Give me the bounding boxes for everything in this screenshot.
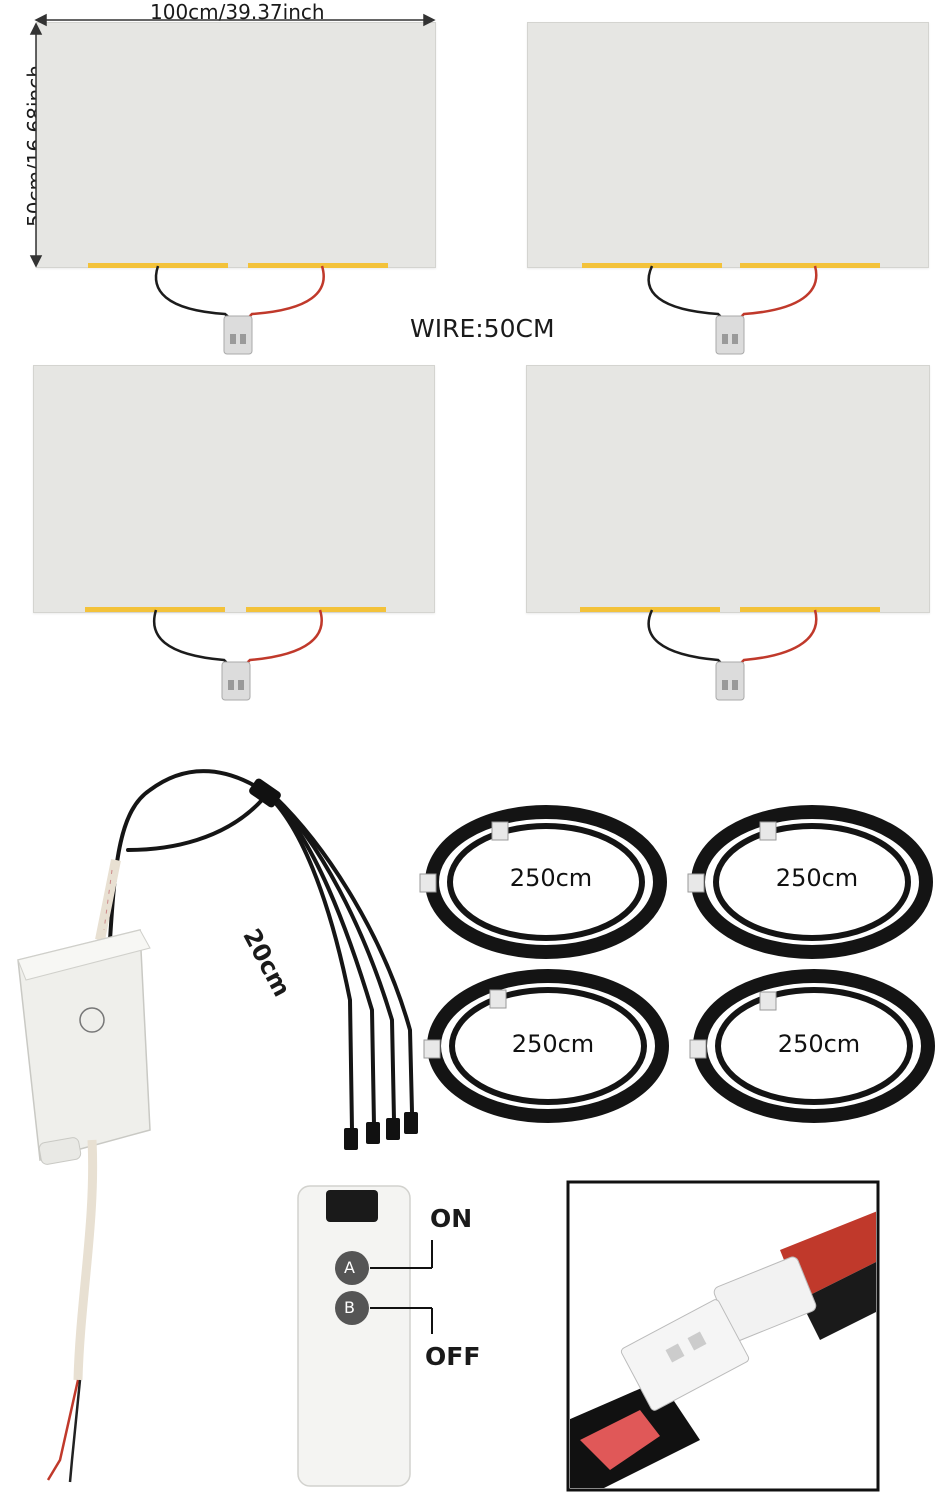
- cable-length-label-2: 250cm: [775, 864, 859, 892]
- panel-1-leads: [88, 263, 388, 355]
- cable-coil-4: [689, 969, 935, 1123]
- remote-button-a-shape: [335, 1251, 369, 1285]
- wire-length-label: WIRE:50CM: [410, 314, 555, 343]
- heating-panel-4: [526, 365, 930, 613]
- remote-button-b: B: [344, 1298, 355, 1317]
- heating-panel-3: [33, 365, 435, 613]
- remote-control: [297, 1185, 433, 1487]
- cable-length-label-3: 250cm: [511, 1030, 595, 1058]
- heating-panel-2: [527, 22, 929, 268]
- cable-coil-3: [423, 969, 669, 1123]
- cable-coil-2: [687, 805, 933, 959]
- width-dimension-arrow: [34, 13, 436, 27]
- panel-2-leads: [582, 263, 880, 355]
- cable-length-label-4: 250cm: [777, 1030, 861, 1058]
- splitter-plugs: [344, 1112, 418, 1150]
- cable-length-label-1: 250cm: [509, 864, 593, 892]
- cable-coil-1: [419, 805, 667, 959]
- controller-box: [17, 859, 151, 1483]
- remote-button-a: A: [344, 1258, 355, 1277]
- heating-panel-1: [36, 22, 436, 268]
- connector-detail-inset: [566, 1180, 880, 1492]
- height-dimension-arrow: [29, 22, 43, 268]
- remote-button-b-shape: [335, 1291, 369, 1325]
- panel-3-leads: [85, 607, 386, 701]
- remote-off-label: OFF: [425, 1342, 481, 1371]
- remote-on-label: ON: [430, 1204, 473, 1233]
- panel-4-leads: [580, 607, 880, 701]
- splitter-hub: [249, 778, 281, 808]
